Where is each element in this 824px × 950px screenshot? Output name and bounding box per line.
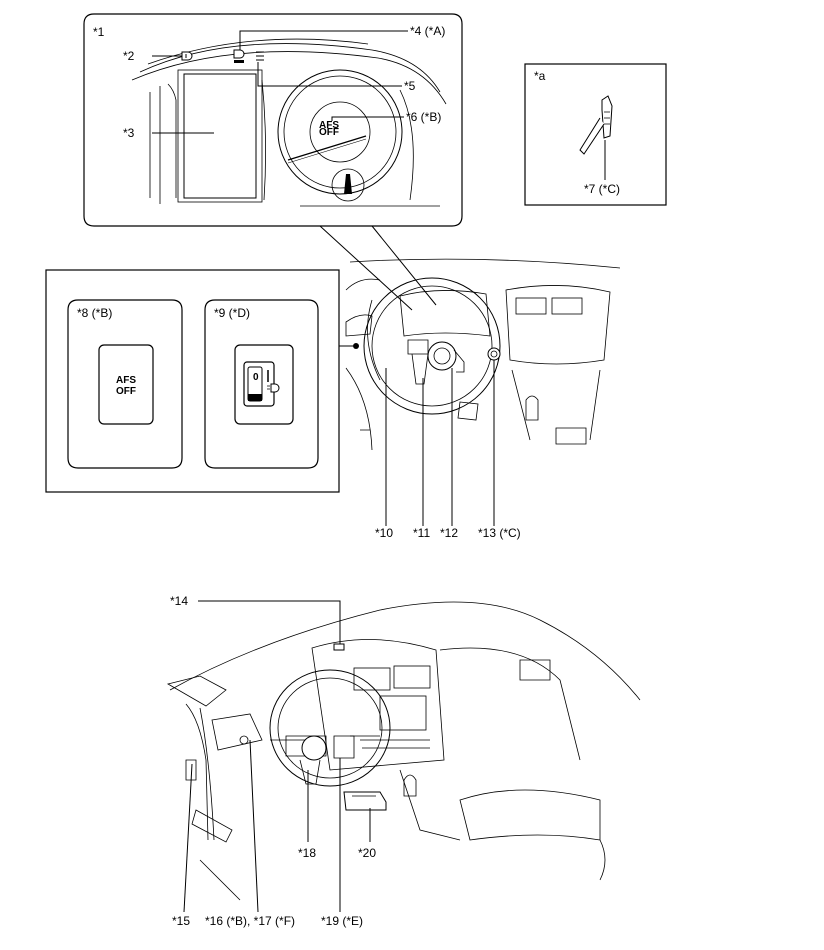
cockpit-view: *10 *11 *12 *13 (*C) — [345, 258, 621, 540]
callout-13: *13 (*C) — [478, 526, 521, 540]
front-fog-indicator-icon — [181, 51, 193, 61]
multi-info-display — [183, 73, 257, 199]
callout-15: *15 — [172, 914, 190, 928]
callout-4: *4 (*A) — [410, 24, 445, 38]
afs-off-indicator-small-icon — [256, 51, 264, 61]
callout-6: *6 (*B) — [406, 110, 441, 124]
leveling-zero-label: 0 — [253, 372, 259, 383]
callout-18: *18 — [298, 846, 316, 860]
afs-switch-label-line1: AFS — [116, 375, 136, 386]
callout-3: *3 — [123, 126, 135, 140]
gauge-afs-label: AFS — [319, 120, 339, 131]
sensor-detail-panel: *a *7 (*C) — [524, 63, 667, 206]
afs-switch-label-line2: OFF — [116, 386, 136, 397]
callout-8: *8 (*B) — [77, 306, 112, 320]
gauge-off-label: OFF — [319, 127, 339, 138]
callout-7: *7 (*C) — [584, 182, 620, 196]
switch-detail-panel: AFS OFF 0 *8 (*B) *9 (*D) — [45, 269, 359, 493]
callout-9: *9 (*D) — [214, 306, 250, 320]
dashboard-view: *14 *15 *16 (*B), *17 (*F) *18 *19 (*E) … — [166, 594, 641, 928]
callout-11: *11 — [413, 526, 430, 540]
callout-2: *2 — [123, 49, 135, 63]
callout-16-17: *16 (*B), *17 (*F) — [205, 914, 295, 928]
auto-leveling-indicator-icon — [233, 49, 245, 63]
callout-1: *1 — [93, 25, 105, 39]
callout-a: *a — [534, 69, 546, 83]
headlight-beam-icon — [267, 370, 280, 393]
meter-detail-panel: AFS OFF *1 *2 *3 *4 (*A) *5 *6 (*B) — [83, 13, 463, 227]
callout-12: *12 — [440, 526, 458, 540]
speedometer-gauge — [277, 69, 403, 195]
callout-5: *5 — [404, 79, 416, 93]
callout-10: *10 — [375, 526, 393, 540]
callout-19: *19 (*E) — [321, 914, 363, 928]
callout-20: *20 — [358, 846, 376, 860]
callout-14: *14 — [170, 594, 188, 608]
afs-off-switch — [98, 344, 154, 425]
